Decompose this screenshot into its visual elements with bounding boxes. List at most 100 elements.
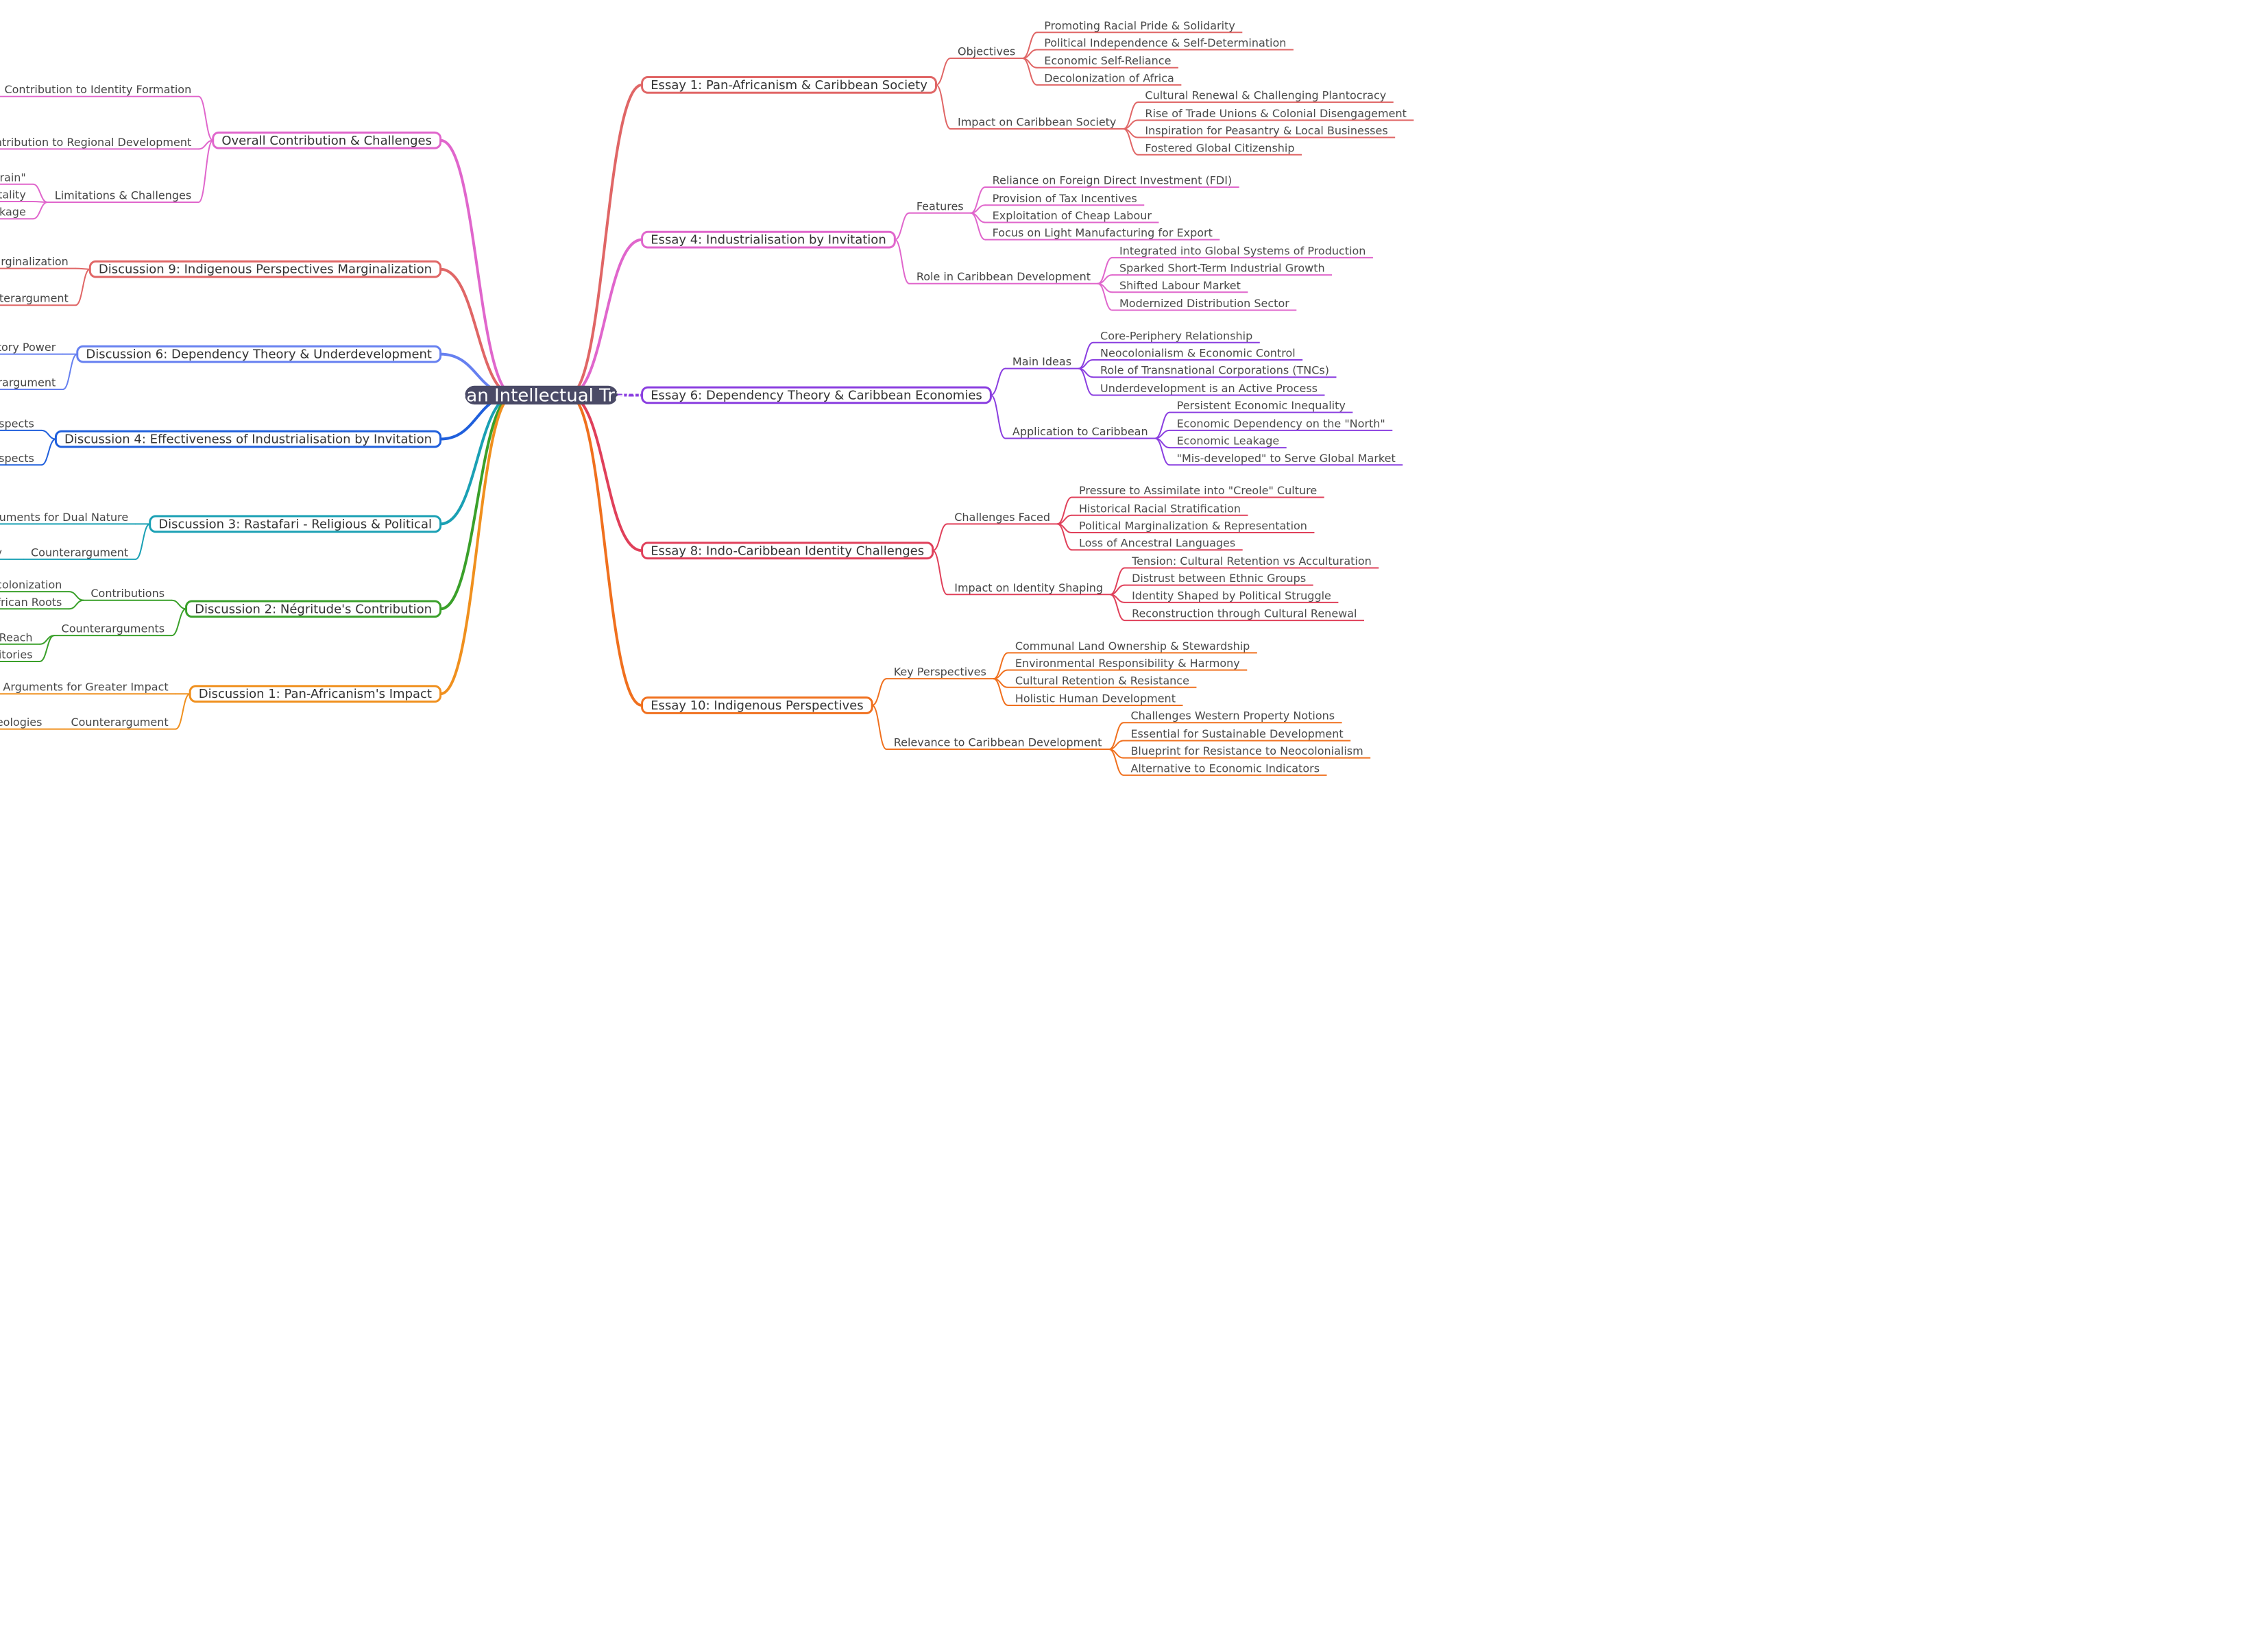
leaf-node-label: Decolonization of Africa [1044,71,1174,84]
branch-node[interactable] [641,386,992,404]
connector-line [935,58,951,86]
connector-line [894,239,910,284]
leaf-node-label: Pressure to Assimilate into "Creole" Cul… [1079,484,1317,497]
leaf-node-label: Cultural Renewal & Challenging Plantocra… [1145,89,1386,102]
branch-node[interactable] [212,131,442,149]
connector-line [1021,58,1038,86]
leaf-node-label: Focus on French Territories [0,648,33,661]
leaf-node-label: The "Brain Drain" [0,171,26,184]
leaf-node-label: Communal Land Ownership & Stewardship [1015,640,1250,653]
leaf-node-label: Promoting Racial Pride & Solidarity [1044,19,1235,32]
connector-line [32,183,49,204]
leaf-node-label: Limited Grassroots Reach [0,631,33,644]
leaf-node-label: Economic Self-Reliance [1044,54,1171,67]
connector-line [197,95,214,141]
connector-line [990,367,1006,396]
leaf-node-label: "Mis-developed" to Serve Global Market [1177,452,1396,465]
leaf-node-label: Neocolonialism & Economic Control [1100,347,1296,360]
branch-node[interactable] [641,230,896,249]
branch-node-label: Discussion 6: Dependency Theory & Underd… [86,348,432,362]
branch-node-label: Discussion 1: Pan-Africanism's Impact [199,687,432,701]
leaf-node-label: Reconstruction through Cultural Renewal [1132,607,1357,620]
leaf-node-label: Sparked Short-Term Industrial Growth [1119,262,1325,275]
branch-node-label: Discussion 4: Effectiveness of Industria… [64,433,432,447]
leaf-node-label: Exploitation of Cheap Labour [993,209,1152,222]
connector-line [171,608,187,637]
leaf-node-label: Provision of Tax Incentives [993,192,1137,205]
connector-line [932,523,948,552]
connector-line [175,693,191,730]
connector-line [197,139,214,204]
leaf-node-label: Valorization of African Roots [0,596,62,609]
connector-line [439,393,515,611]
leaf-node-label: Intellectual Decolonization [0,579,62,592]
root-node-label: Caribbean Intellectual Traditions [397,385,685,406]
leaf-node-label: Tension: Cultural Retention vs Accultura… [1131,555,1372,568]
sub-node-label: Counterarguments [62,622,165,635]
leaf-node-label: Underdevelopment is an Active Process [1100,382,1318,395]
branch-node[interactable] [149,515,442,533]
sub-node-label: Relevance to Caribbean Development [894,736,1102,749]
branch-node-label: Essay 6: Dependency Theory & Caribbean E… [651,388,982,402]
connector-line [1154,437,1171,466]
sub-node-label: Counterargument [0,376,56,389]
branch-node-label: Essay 1: Pan-Africanism & Caribbean Soci… [651,78,927,93]
connector-line [567,83,644,397]
leaf-node-label: Modernized Distribution Sector [1119,297,1289,310]
leaf-node-label: Persistent Economic Inequality [1177,399,1346,412]
sub-node-label: Features [917,199,964,212]
connector-line [134,523,151,560]
sub-node-label: Positive Aspects [0,417,34,430]
leaf-node-label: Fostered Global Citizenship [1145,141,1294,154]
leaf-node-label: Challenges Western Property Notions [1130,709,1335,722]
node-layer: Caribbean Intellectual Traditions Essay 1… [0,19,1407,775]
leaf-node-label: Alternative to Economic Indicators [1130,762,1320,775]
sub-node-label: Challenges Faced [954,511,1050,524]
leaf-node-label: Core-Periphery Relationship [1100,329,1252,342]
leaf-node-label: Integrated into Global Systems of Produc… [1119,244,1366,257]
leaf-node-label: Cultural Retention & Resistance [1015,674,1189,687]
root-node[interactable] [465,385,618,405]
leaf-node-label: Primarily a Lifestyle & Cultural Identit… [0,546,2,559]
connector-line [970,212,986,241]
branch-node-label: Overall Contribution & Challenges [221,134,432,148]
leaf-node-label: Role of Transnational Corporations (TNCs… [1100,364,1329,377]
connector-line [993,678,1009,706]
leaf-node-label: Political Marginalization & Representati… [1079,520,1307,533]
leaf-node-label: Historical Racial Stratification [1079,502,1241,515]
leaf-node-label: Economic Dependency on the "North" [1177,417,1385,430]
branch-node[interactable] [641,542,934,560]
leaf-node-label: Blueprint for Resistance to Neocoloniali… [1130,744,1363,757]
branch-node[interactable] [641,696,873,714]
branch-node[interactable] [641,76,938,94]
branch-node[interactable] [54,430,442,448]
leaf-node-label: Economic Leakage [0,206,26,219]
branch-node-label: Discussion 2: Négritude's Contribution [195,602,432,616]
sub-node-label: Impact on Identity Shaping [954,581,1103,594]
connector-line [62,353,78,391]
connector-line [39,635,56,662]
connector-line [567,393,644,707]
connector-line [1122,127,1139,156]
branch-node[interactable] [189,685,442,703]
sub-node-label: Explanatory Power [0,341,56,354]
sub-node-label: Arguments for Greater Impact [3,681,168,694]
sub-node-label: Main Ideas [1012,355,1071,368]
sub-node-label: Counterargument [71,716,168,729]
branch-node[interactable] [88,260,442,278]
connector-line [1056,523,1073,551]
branch-node[interactable] [76,345,442,363]
leaf-node-label: Inspiration for Peasantry & Local Busine… [1145,124,1387,137]
leaf-node-label: Loss of Ancestral Languages [1079,537,1235,550]
branch-node[interactable] [185,600,442,618]
leaf-node-label: Reliance on Foreign Direct Investment (F… [993,174,1233,187]
sub-node-label: Counterargument [0,292,69,305]
connector-line [1109,594,1126,622]
sub-node-label: Contribution to Identity Formation [4,83,191,96]
leaf-node-label: Shifted Labour Market [1119,279,1241,292]
connector-line [935,84,951,130]
sub-node-label: Impact on Caribbean Society [958,115,1116,128]
branch-node-label: Discussion 3: Rastafari - Religious & Po… [158,517,432,531]
connector-line [439,393,515,696]
